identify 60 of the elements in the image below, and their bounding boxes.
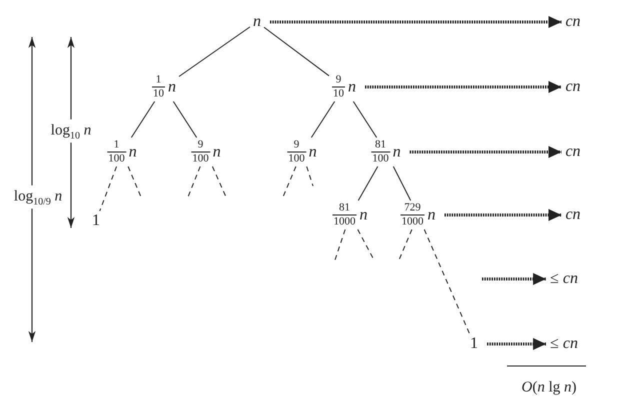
fraction-numerator: 9	[332, 74, 345, 88]
fraction-numerator: 1	[152, 74, 165, 88]
fraction-denominator: 10	[152, 88, 165, 100]
fraction-denominator: 100	[107, 152, 126, 164]
dashed-branch-line	[128, 166, 142, 198]
variable-label: n	[250, 12, 264, 32]
dashed-branch-line	[99, 166, 118, 212]
fraction-denominator: 100	[191, 152, 210, 164]
dimension-label: log$_{10/9}$ n	[14, 188, 62, 206]
variable-label: n	[128, 144, 137, 160]
branch-line	[310, 101, 336, 138]
branch-line	[130, 101, 156, 138]
fraction-numerator: 729	[400, 202, 424, 216]
fraction-numerator: 9	[287, 140, 306, 152]
level-cost-label: ≤ cn	[547, 334, 581, 354]
level-cost-label: cn	[562, 12, 584, 32]
fraction-denominator: 1000	[332, 216, 356, 228]
fraction-denominator: 100	[371, 152, 390, 164]
dashed-branch-line	[282, 166, 296, 198]
dashed-branch-line	[398, 229, 412, 260]
total-cost-label: O(n lg n)	[522, 379, 576, 397]
variable-label: n	[308, 144, 317, 160]
dotted-arrow	[444, 209, 562, 221]
dotted-arrow	[365, 81, 562, 93]
level-cost-label: cn	[562, 77, 584, 97]
dashed-branch-line	[212, 166, 226, 198]
branch-line	[352, 101, 378, 138]
dashed-branch-line	[334, 229, 346, 260]
fraction-denominator: 1000	[400, 216, 424, 228]
fraction-numerator: 81	[371, 140, 390, 152]
branch-line	[358, 166, 378, 201]
level-cost-label: cn	[562, 142, 584, 162]
level-cost-label: cn	[562, 205, 584, 225]
dashed-branch-line	[188, 166, 201, 198]
variable-label: n	[168, 79, 176, 95]
fraction-denominator: 100	[287, 152, 306, 164]
branch-line	[392, 166, 412, 201]
leaf-value: 1	[467, 334, 481, 354]
dashed-branch-line	[357, 229, 374, 260]
variable-label: n	[348, 79, 356, 95]
branch-line	[264, 26, 330, 76]
level-cost-label: ≤ cn	[547, 269, 581, 289]
variable-label: n	[428, 207, 436, 223]
dotted-arrow	[487, 338, 546, 350]
variable-label: n	[360, 207, 368, 223]
dashed-branch-line	[424, 229, 470, 334]
dotted-arrow	[410, 146, 562, 158]
fraction-numerator: 9	[191, 140, 210, 152]
dashed-branch-line	[306, 166, 314, 186]
variable-label: n	[392, 144, 401, 160]
branch-line	[172, 101, 198, 138]
fraction-numerator: 81	[332, 202, 356, 216]
variable-label: n	[212, 144, 221, 160]
dotted-arrow	[270, 16, 562, 28]
fraction-numerator: 1	[107, 140, 126, 152]
dotted-arrow	[482, 273, 546, 285]
leaf-value: 1	[89, 211, 103, 231]
dimension-label: log$_{10}$ n	[50, 122, 92, 140]
branch-line	[178, 26, 250, 78]
fraction-denominator: 10	[332, 88, 345, 100]
